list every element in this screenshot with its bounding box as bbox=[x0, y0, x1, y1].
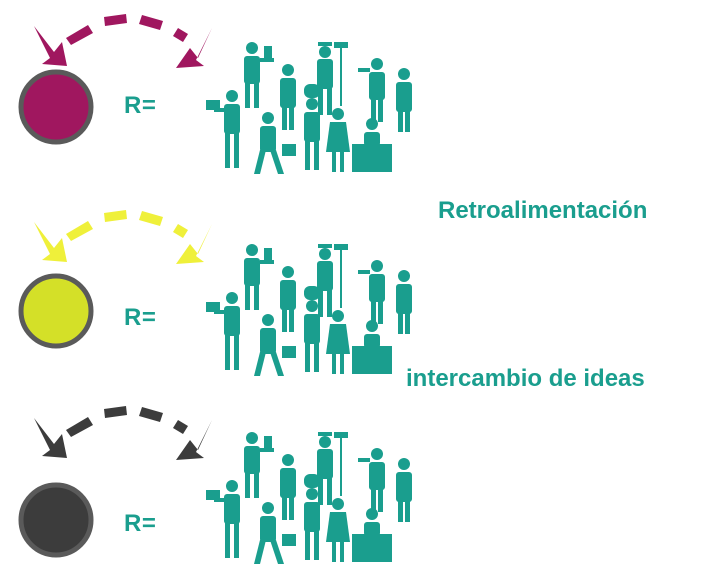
row-gray: R= bbox=[0, 392, 706, 572]
curved-double-arrow-icon bbox=[34, 210, 212, 264]
crowd-of-workers-icon bbox=[206, 432, 412, 564]
r-equals-label: R= bbox=[124, 92, 157, 119]
crowd-of-workers-icon bbox=[206, 42, 412, 174]
caption-intercambio: intercambio de ideas bbox=[406, 365, 645, 392]
status-circle bbox=[18, 273, 94, 349]
crowd-of-workers-icon bbox=[206, 244, 412, 376]
row-magenta: R= bbox=[0, 0, 706, 180]
curved-double-arrow-icon bbox=[34, 406, 212, 460]
r-equals-label: R= bbox=[124, 304, 157, 331]
r-equals-label: R= bbox=[124, 510, 157, 537]
curved-double-arrow-icon bbox=[34, 14, 212, 68]
status-circle bbox=[18, 482, 94, 558]
status-circle bbox=[18, 69, 94, 145]
caption-retroalimentacion: Retroalimentación bbox=[438, 197, 648, 224]
row-yellow: R= bbox=[0, 196, 706, 376]
